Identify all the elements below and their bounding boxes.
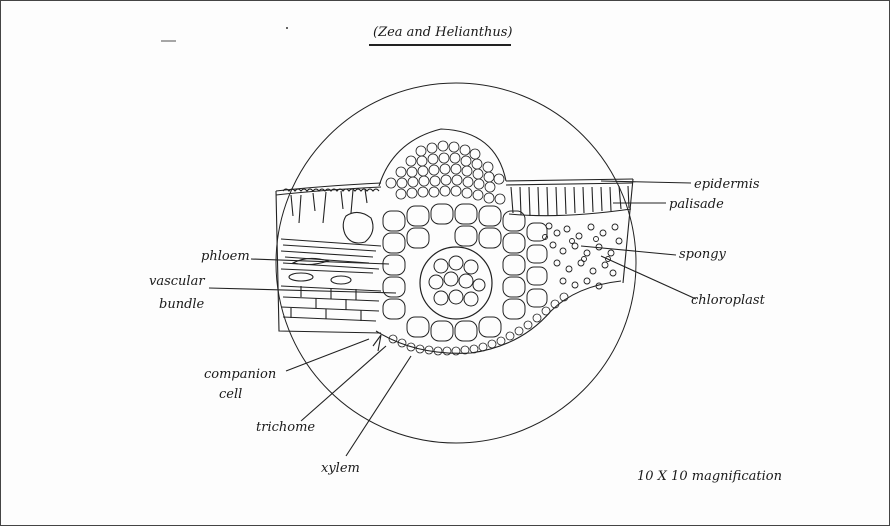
label-epidermis: epidermis	[694, 177, 760, 192]
label-companion: companion	[204, 367, 276, 382]
label-vascular: vascular	[149, 274, 205, 289]
leader-xylem	[346, 356, 411, 456]
label-trichome: trichome	[256, 420, 315, 435]
label-spongy: spongy	[679, 247, 726, 262]
magnification-note: 10 X 10 magnification	[637, 469, 782, 484]
label-phloem: phloem	[201, 249, 250, 264]
vascular-bundle-ring	[420, 247, 492, 319]
label-palisade: palisade	[669, 197, 724, 212]
upper-epidermis-right	[506, 179, 633, 181]
label-bundle: bundle	[159, 297, 204, 312]
midrib-dome	[379, 129, 506, 186]
drawing-title: (Zea and Helianthus)	[373, 25, 512, 40]
leader-trichome	[301, 346, 386, 421]
spongy-mesophyll	[543, 223, 623, 289]
label-cell: cell	[219, 387, 242, 402]
leader-companion-cell	[286, 339, 369, 371]
title-underline	[369, 44, 511, 46]
label-chloroplast: chloroplast	[691, 293, 765, 308]
midrib-parenchyma	[383, 204, 547, 341]
leader-chloroplast	[601, 256, 696, 299]
field-of-view-circle	[276, 83, 636, 443]
label-xylem: xylem	[321, 461, 360, 476]
leader-spongy	[581, 246, 676, 255]
leader-epidermis	[601, 181, 691, 183]
palisade-layer	[509, 209, 631, 216]
